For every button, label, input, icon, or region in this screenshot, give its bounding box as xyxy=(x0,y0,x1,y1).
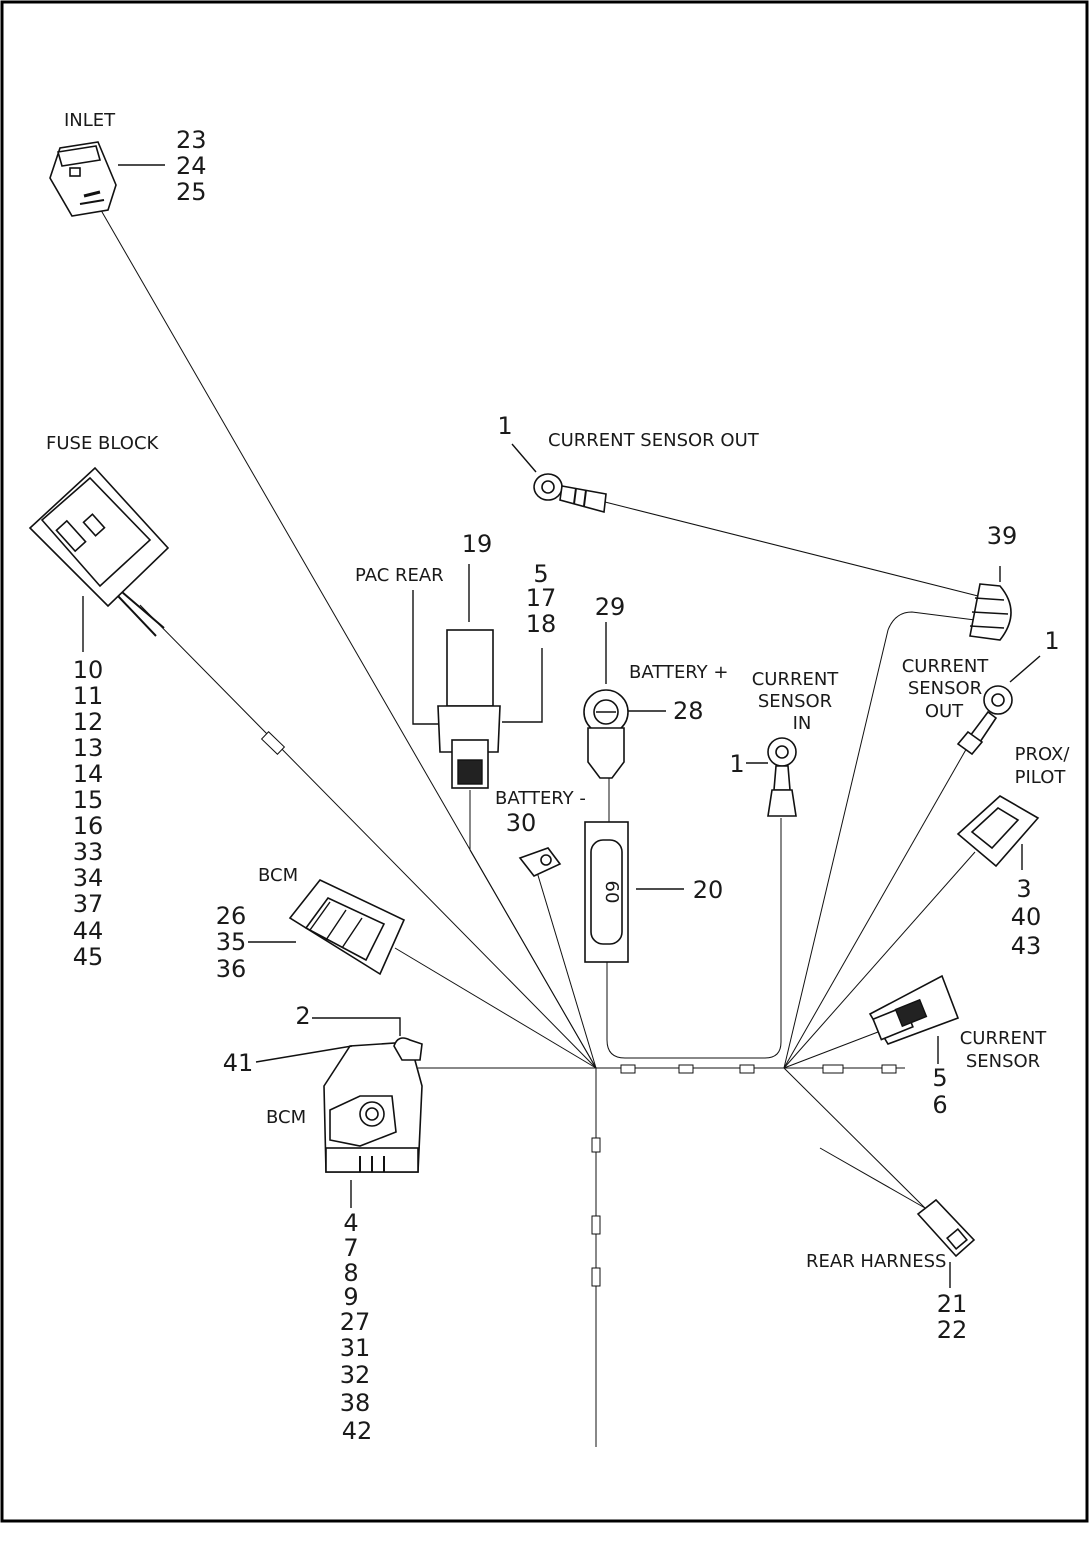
num-bcm-u-3: 36 xyxy=(216,955,247,983)
num-inlet-2: 24 xyxy=(176,152,207,180)
num-prox-2: 40 xyxy=(1011,903,1042,931)
num-fuse-10: 37 xyxy=(73,890,104,918)
label-cs-1: CURRENT xyxy=(960,1028,1048,1049)
battery-positive-terminal xyxy=(583,689,629,779)
num-batt-pos-right: 28 xyxy=(673,697,704,725)
label-cs-out-r-3: OUT xyxy=(925,701,964,722)
bcm-lower-part-numbers: 4 7 8 9 27 31 32 38 42 xyxy=(340,1209,373,1445)
num-prox-1: 3 xyxy=(1016,875,1031,903)
label-prox: PROX/ xyxy=(1015,744,1071,765)
current-sensor-connector xyxy=(868,974,960,1045)
label-cs-in-1: CURRENT xyxy=(752,669,840,690)
label-cs-out-top: CURRENT SENSOR OUT xyxy=(548,430,760,451)
label-pilot: PILOT xyxy=(1015,767,1067,788)
label-battery-pos: BATTERY + xyxy=(629,662,728,683)
num-fuse-5: 14 xyxy=(73,760,104,788)
label-rear-harness: REAR HARNESS xyxy=(806,1251,946,1272)
num-cs-out-right: 1 xyxy=(1044,627,1059,655)
num-fuse-11: 44 xyxy=(73,917,104,945)
num-cs-1: 5 xyxy=(932,1064,947,1092)
num-batt-pos-top: 29 xyxy=(595,593,626,621)
num-39: 39 xyxy=(987,522,1018,550)
num-bcm-l-3: 8 xyxy=(343,1259,358,1287)
bcm-lower-module xyxy=(323,1037,423,1173)
num-pac-r1: 5 xyxy=(533,560,548,588)
num-fuse-12: 45 xyxy=(73,943,104,971)
prox-pilot-connector xyxy=(956,795,1040,868)
num-fuse-8: 33 xyxy=(73,838,104,866)
num-cs-2: 6 xyxy=(932,1091,947,1119)
label-pac-rear: PAC REAR xyxy=(355,565,444,586)
label-cs-in-2: SENSOR xyxy=(758,691,832,712)
num-bcm-u-1: 26 xyxy=(216,902,247,930)
label-cs-out-r-1: CURRENT xyxy=(902,656,990,677)
num-bcm-u-2: 35 xyxy=(216,928,247,956)
label-inlet: INLET xyxy=(64,110,116,131)
num-inlet-1: 23 xyxy=(176,126,207,154)
num-bcm-l-top: 2 xyxy=(295,1002,310,1030)
num-bcm-l-5: 27 xyxy=(340,1308,371,1336)
num-rear-1: 21 xyxy=(937,1290,968,1318)
label-bcm-upper: BCM xyxy=(258,865,298,886)
bcm-upper-connector xyxy=(288,879,406,976)
leader-lines xyxy=(82,164,1041,1288)
grommet-39 xyxy=(969,583,1012,641)
ring-terminal-top xyxy=(533,473,607,514)
harness-wires xyxy=(97,204,979,1447)
num-bcm-l-4: 9 xyxy=(343,1283,358,1311)
num-prox-3: 43 xyxy=(1011,932,1042,960)
num-fuse-3: 12 xyxy=(73,708,104,736)
num-bcm-l-8: 38 xyxy=(340,1389,371,1417)
label-cs-out-r-2: SENSOR xyxy=(908,678,982,699)
inlet-connector xyxy=(49,141,117,217)
rear-harness-connector xyxy=(916,1198,976,1258)
num-cs-out-top: 1 xyxy=(497,412,512,440)
num-fuse-6: 15 xyxy=(73,786,104,814)
num-fuse-holder: 20 xyxy=(693,876,724,904)
fuse-block xyxy=(28,466,170,637)
num-fuse-2: 11 xyxy=(73,682,104,710)
num-pac-r3: 18 xyxy=(526,610,557,638)
num-rear-2: 22 xyxy=(937,1316,968,1344)
num-bcm-l-9: 42 xyxy=(342,1417,373,1445)
pac-rear-connector xyxy=(437,629,501,789)
label-bcm-lower: BCM xyxy=(266,1107,306,1128)
num-pac-r2: 17 xyxy=(526,584,557,612)
label-cs-in-3: IN xyxy=(793,713,812,734)
num-batt-neg: 30 xyxy=(506,809,537,837)
num-fuse-4: 13 xyxy=(73,734,104,762)
num-pac-top: 19 xyxy=(462,530,493,558)
num-cs-in: 1 xyxy=(729,750,744,778)
num-bcm-l-2: 7 xyxy=(343,1234,358,1262)
label-fuse-block: FUSE BLOCK xyxy=(46,433,160,454)
num-fuse-7: 16 xyxy=(73,812,104,840)
fuse-rating: 60 xyxy=(601,881,622,904)
fuse-block-part-numbers: 10 11 12 13 14 15 16 33 34 37 44 45 xyxy=(73,656,104,971)
num-fuse-9: 34 xyxy=(73,864,104,892)
num-bcm-l-left: 41 xyxy=(223,1049,254,1077)
num-bcm-l-6: 31 xyxy=(340,1334,371,1362)
num-inlet-3: 25 xyxy=(176,178,207,206)
battery-negative-terminal xyxy=(518,847,562,877)
num-bcm-l-1: 4 xyxy=(343,1209,358,1237)
num-bcm-l-7: 32 xyxy=(340,1361,371,1389)
ring-terminal-sensor-out-right xyxy=(956,685,1013,756)
label-cs-2: SENSOR xyxy=(966,1051,1040,1072)
fuse-holder: 60 xyxy=(584,821,629,963)
num-fuse-1: 10 xyxy=(73,656,104,684)
label-battery-neg: BATTERY - xyxy=(495,788,586,809)
ring-terminal-sensor-in xyxy=(767,737,797,817)
